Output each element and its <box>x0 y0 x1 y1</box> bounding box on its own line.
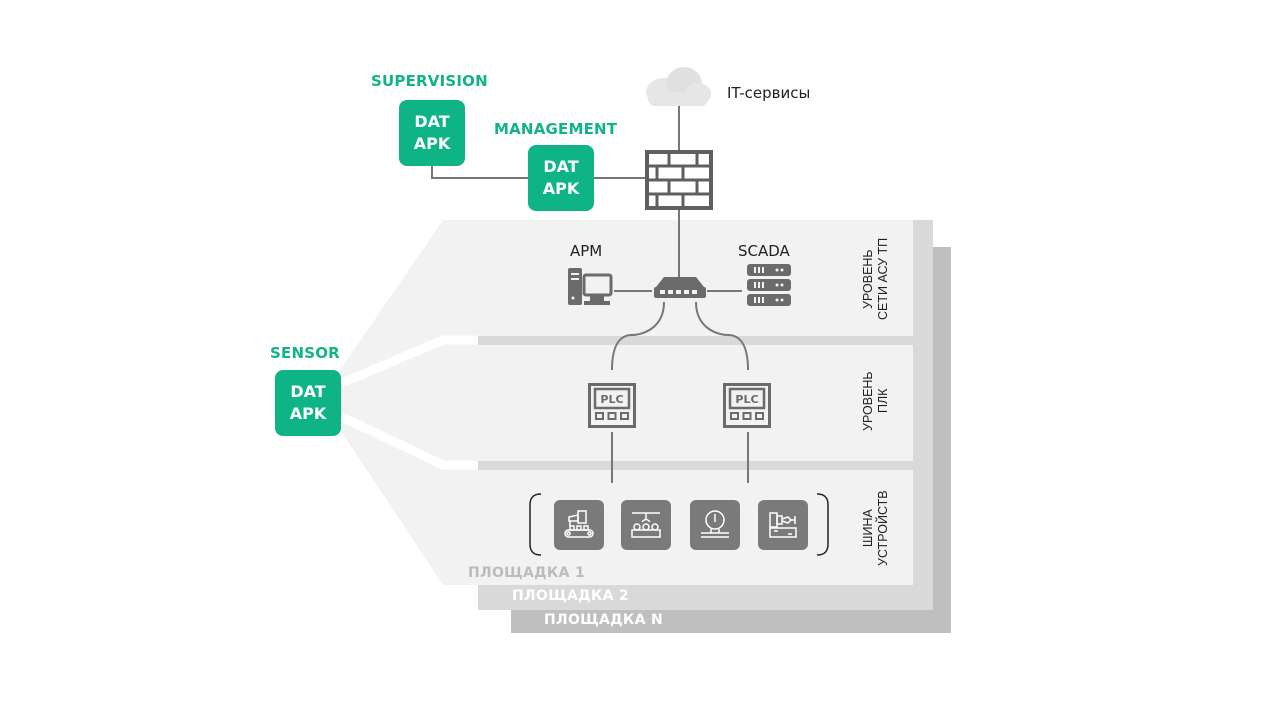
node-line2: APK <box>289 404 327 423</box>
workstation-icon <box>568 268 613 305</box>
sensor-link-upper <box>340 335 478 388</box>
robot-conveyor-icon <box>564 510 594 538</box>
level-line2: ПЛК <box>876 388 890 414</box>
level-label-bus: ШИНА УСТРОЙСТВ <box>861 478 891 578</box>
level-label-plc: УРОВЕНЬ ПЛК <box>861 356 891 446</box>
device-tile[interactable] <box>554 500 604 550</box>
switch-plc2-link <box>695 301 749 371</box>
bus-bracket-right <box>816 493 829 556</box>
node-line2: APK <box>542 179 580 198</box>
cloud-icon <box>646 67 711 106</box>
site-label-2: ПЛОЩАДКА 2 <box>512 588 630 604</box>
level-separator <box>478 461 913 470</box>
device-tile[interactable] <box>621 500 671 550</box>
site-panel-1-shape <box>340 220 913 585</box>
supervision-title: SUPERVISION <box>371 72 488 90</box>
device-tile[interactable] <box>690 500 740 550</box>
site-label-n: ПЛОЩАДКА N <box>544 612 663 628</box>
switch-plc1-link <box>611 301 665 371</box>
level-line1: ШИНА <box>861 509 875 547</box>
management-title: MANAGEMENT <box>494 120 618 138</box>
plc-icon: PLC <box>723 383 771 428</box>
bus-bracket-left <box>529 493 542 556</box>
scada-label: SCADA <box>738 242 790 260</box>
pressure-gauge-icon <box>701 510 729 538</box>
node-line1: DAT <box>414 112 450 131</box>
level-line2: СЕТИ АСУ ТП <box>876 237 890 321</box>
node-line1: DAT <box>290 382 326 401</box>
device-tile[interactable] <box>758 500 808 550</box>
supervision-node[interactable]: DAT APK <box>399 100 465 166</box>
level-line1: УРОВЕНЬ <box>861 249 875 309</box>
bottling-line-icon <box>631 512 661 538</box>
level-line1: УРОВЕНЬ <box>861 371 875 431</box>
sensor-title: SENSOR <box>270 344 340 362</box>
it-services-label: IT-сервисы <box>727 84 811 102</box>
site-label-1: ПЛОЩАДКА 1 <box>468 565 586 581</box>
firewall-icon <box>645 150 713 210</box>
level-label-network: УРОВЕНЬ СЕТИ АСУ ТП <box>861 228 891 330</box>
level-line2: УСТРОЙСТВ <box>876 490 890 566</box>
sensor-node[interactable]: DAT APK <box>275 370 341 436</box>
plc-icon: PLC <box>588 383 636 428</box>
sensor-link-lower <box>340 412 478 470</box>
plc-label: PLC <box>600 393 623 406</box>
management-node[interactable]: DAT APK <box>528 145 594 211</box>
node-line2: APK <box>413 134 451 153</box>
workstation-label: АРМ <box>570 242 603 260</box>
network-switch-icon <box>654 277 706 298</box>
server-rack-icon <box>747 264 791 306</box>
plc-label: PLC <box>735 393 758 406</box>
cnc-machine-icon <box>769 512 797 538</box>
level-separator <box>478 336 913 345</box>
node-line1: DAT <box>543 157 579 176</box>
